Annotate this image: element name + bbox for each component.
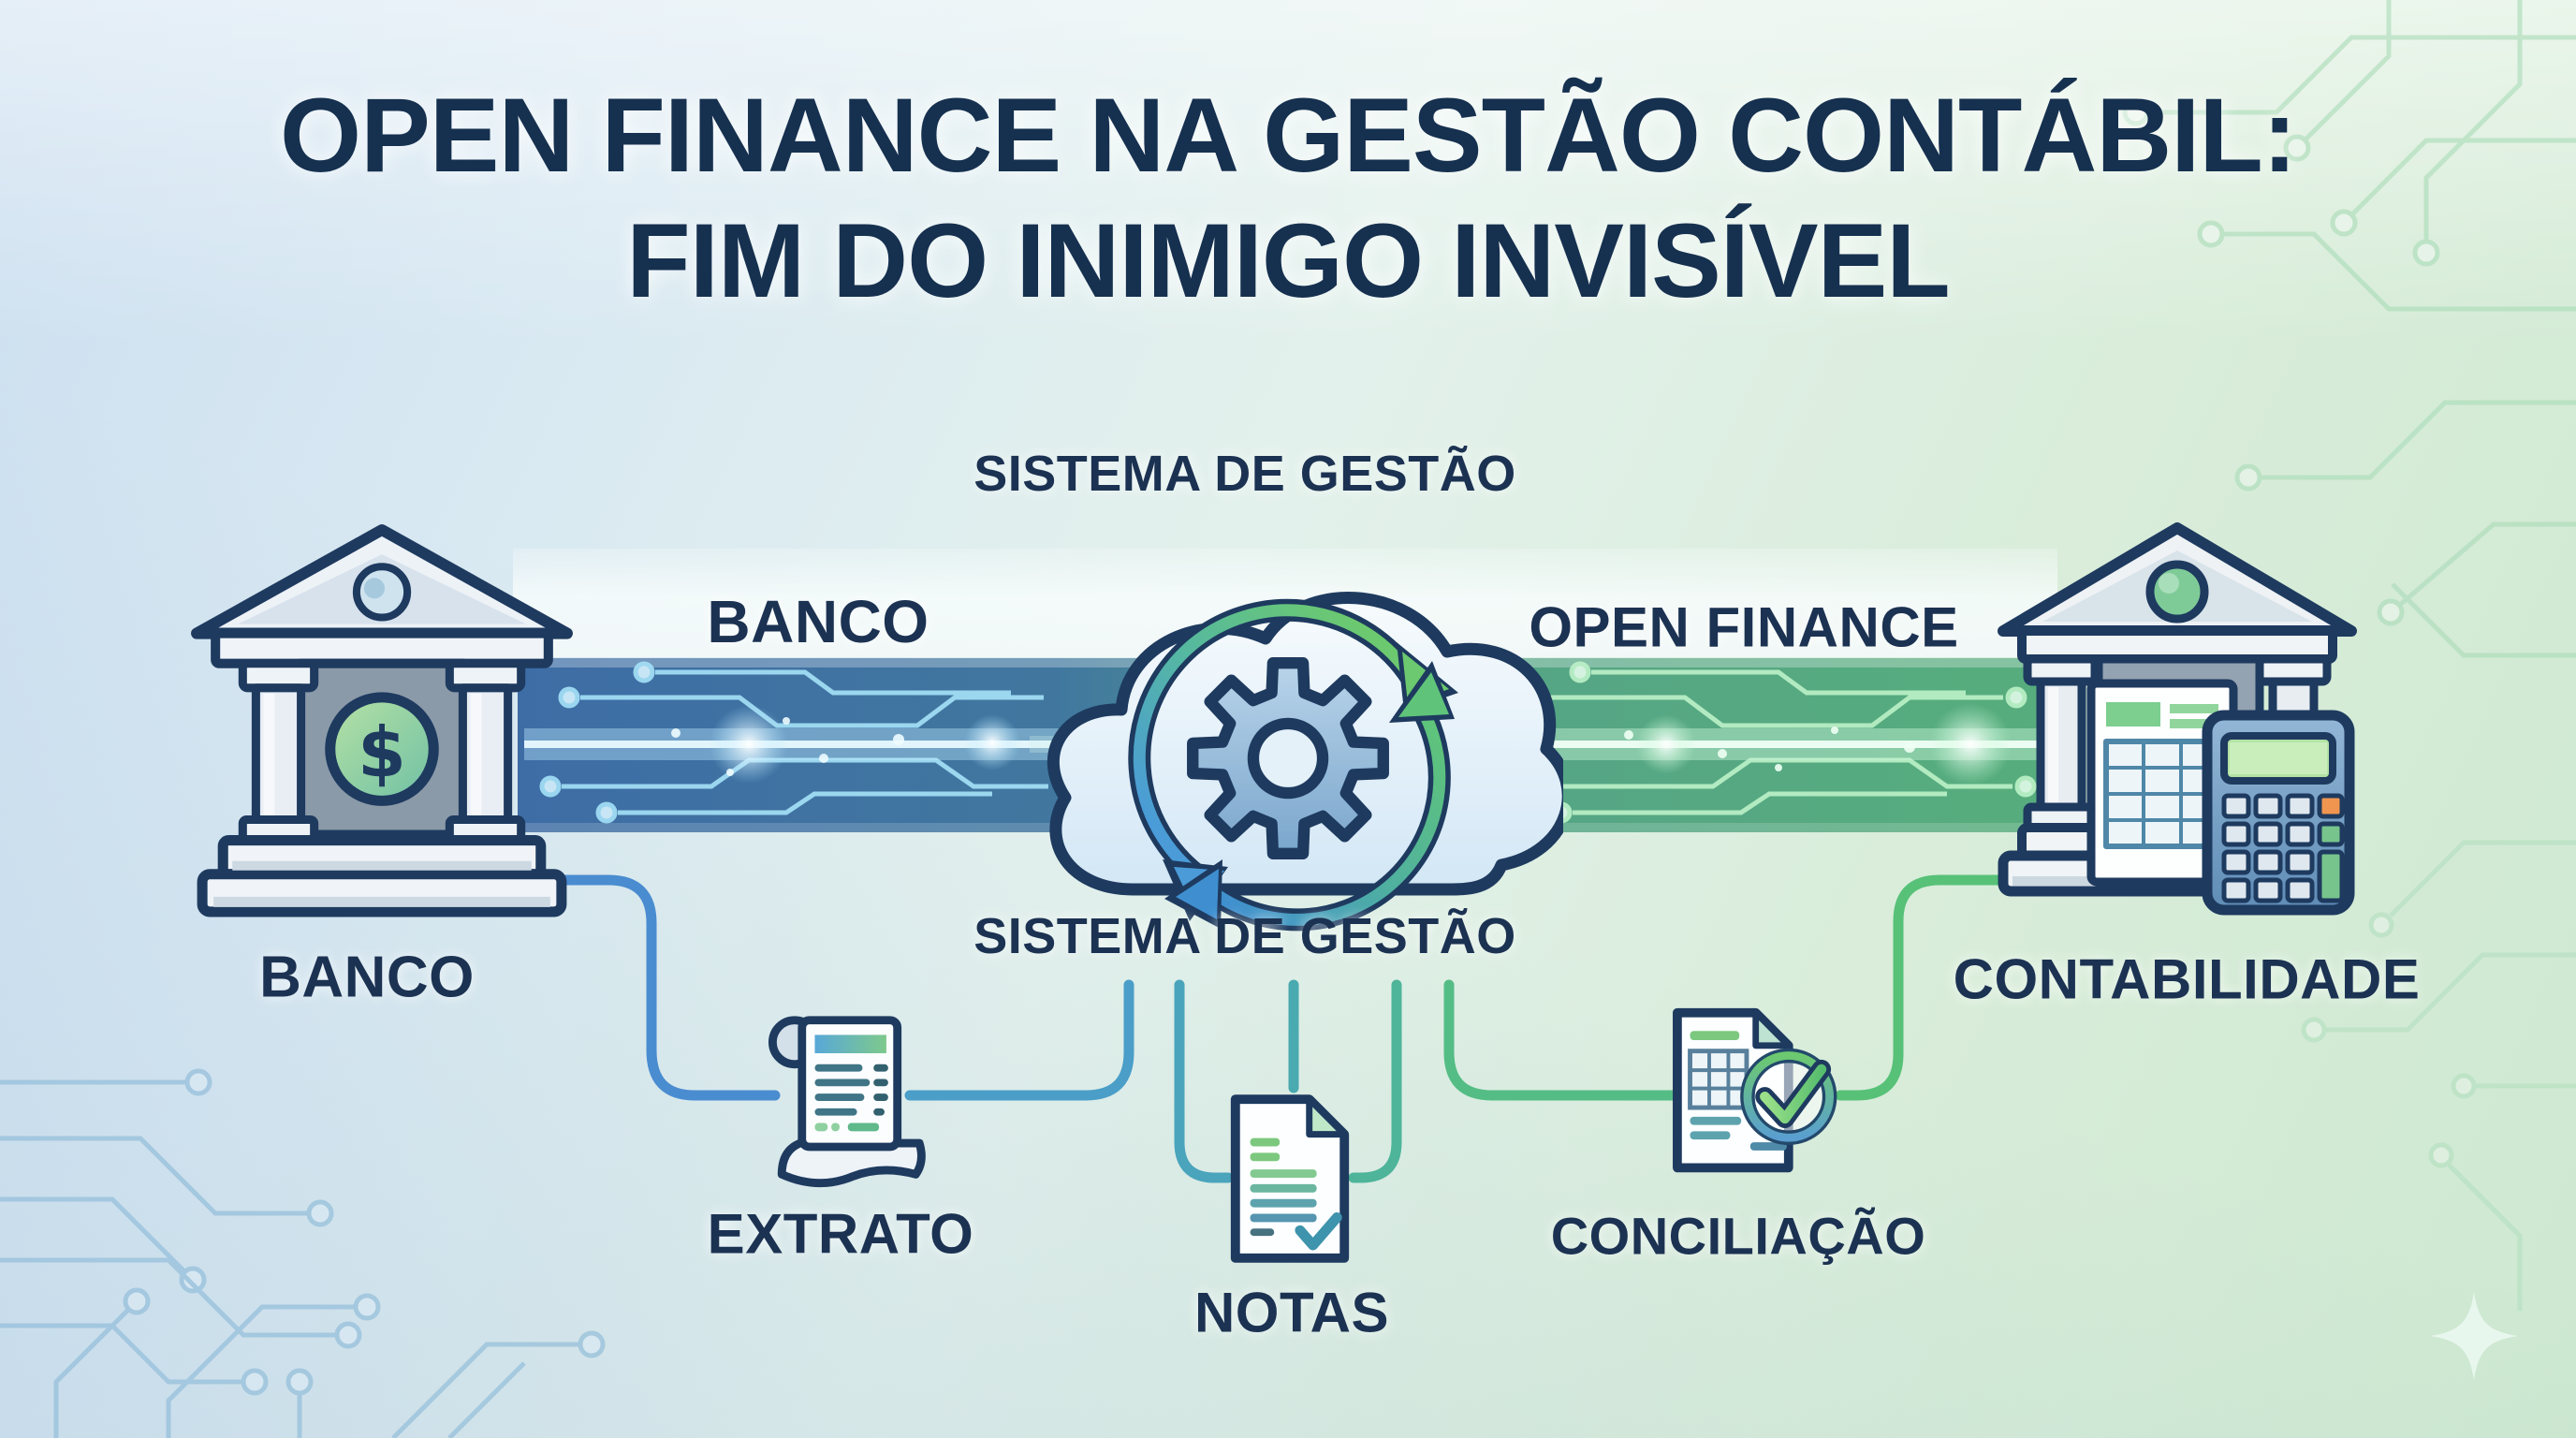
- title-line-2: FIM DO INIMIGO INVISÍVEL: [626, 202, 1950, 320]
- calculator-key-green: [2317, 821, 2345, 847]
- bank-column-left: [238, 659, 319, 845]
- management-system-label-bottom: SISTEMA DE GESTÃO: [973, 908, 1516, 964]
- connector-system-to-notas-left: [1174, 979, 1234, 1183]
- dollar-symbol: $: [358, 712, 406, 794]
- accounting-column-left: [2023, 654, 2100, 832]
- notas-label: NOTAS: [1193, 1281, 1390, 1344]
- receipt-lines: [814, 1064, 888, 1132]
- calculator-keys: [2221, 793, 2345, 903]
- check-icon: [1760, 1064, 1827, 1124]
- check-icon: [1295, 1212, 1342, 1251]
- bank-stream-label: BANCO: [707, 588, 929, 655]
- arrow-left-icon: [1176, 869, 1219, 919]
- connector-system-to-notas-right: [1348, 979, 1402, 1183]
- connector-system-to-conciliacao: [1443, 979, 1679, 1101]
- bank-column-right: [445, 659, 526, 845]
- arrow-up-icon: [1398, 672, 1449, 717]
- connector-extrato-to-system: [904, 979, 1134, 1101]
- connector-bank-to-extrato: [552, 874, 781, 1101]
- receipt-scroll-icon: [768, 1016, 926, 1188]
- gear-icon: [1187, 657, 1389, 859]
- bank-label: BANCO: [259, 945, 475, 1010]
- document-icon: [1230, 1094, 1350, 1263]
- folded-corner: [1752, 1009, 1793, 1049]
- reconciliation-check-icon: [1673, 1007, 1837, 1173]
- conciliacao-label: CONCILIAÇÃO: [1550, 1206, 1926, 1266]
- circuit-pattern-top-right: [2122, 0, 2576, 658]
- calculator-icon: [2202, 710, 2355, 916]
- blue-circuit-traces: [539, 661, 1048, 824]
- circuit-pattern-bottom-left: [0, 1068, 606, 1438]
- title-line-1: OPEN FINANCE NA GESTÃO CONTÁBIL:: [279, 77, 2297, 194]
- bank-building-icon: $: [191, 524, 573, 917]
- accounting-label: CONTABILIDADE: [1953, 947, 2421, 1011]
- ledger-sheet-icon: [2086, 679, 2238, 887]
- management-system-label-top: SISTEMA DE GESTÃO: [973, 446, 1516, 502]
- extrato-label: EXTRATO: [707, 1202, 974, 1266]
- accounting-emblem-icon: [2145, 560, 2209, 624]
- cloud-icon: [1046, 592, 1563, 932]
- sparkle-icon: [2430, 1292, 2518, 1380]
- open-finance-stream-label: OPEN FINANCE: [1529, 595, 1959, 659]
- document-lines: [1250, 1137, 1317, 1237]
- accounting-building-icon: [1998, 522, 2357, 916]
- calculator-key-green-tall: [2317, 849, 2345, 903]
- page-title: OPEN FINANCE NA GESTÃO CONTÁBIL: FIM DO …: [0, 73, 2576, 325]
- circuit-pattern-bottom-right: [2301, 840, 2576, 1311]
- sync-arrows-icon: [1128, 598, 1458, 932]
- folded-corner: [1306, 1095, 1348, 1138]
- table-grid: [1688, 1049, 1749, 1110]
- dollar-coin-icon: [325, 692, 439, 806]
- calculator-key-orange: [2317, 793, 2345, 819]
- connector-accounting-to-conciliacao: [1835, 874, 2012, 1101]
